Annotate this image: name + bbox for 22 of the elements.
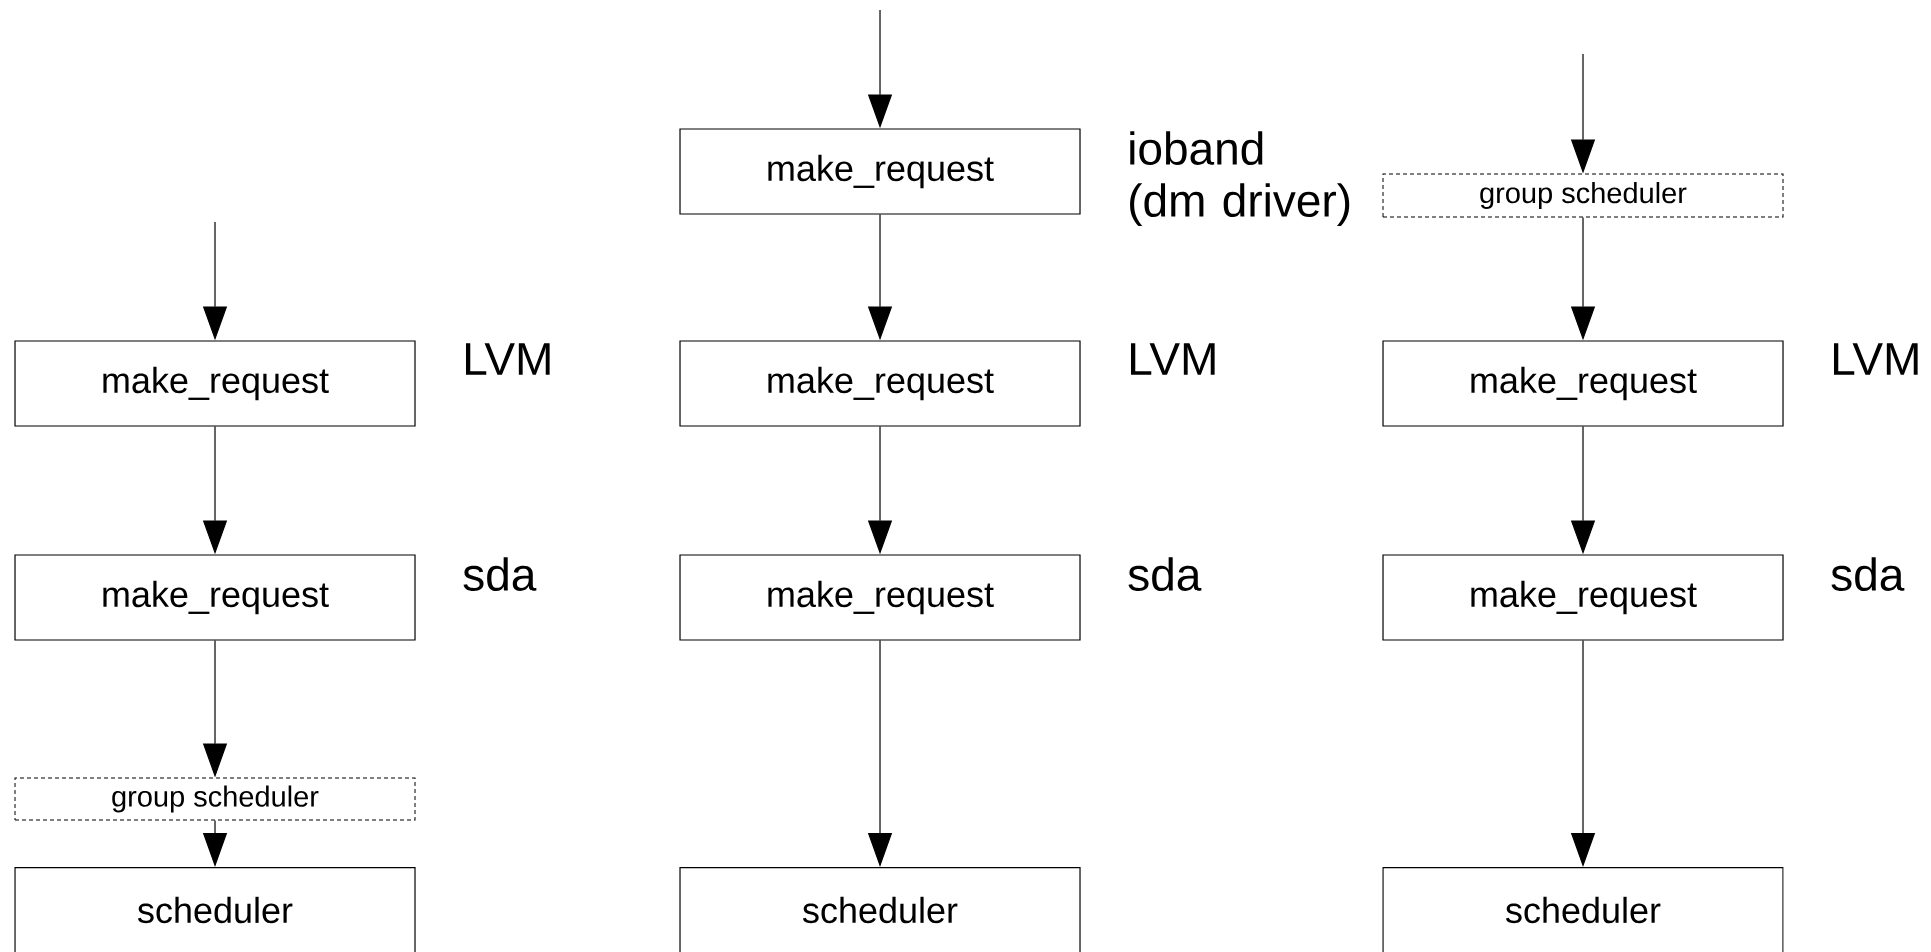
layer-label: sda — [463, 557, 537, 591]
layer-label: LVM — [1131, 343, 1215, 375]
layer-label: LVM — [466, 343, 550, 375]
group-scheduler-box: group scheduler — [1382, 173, 1784, 218]
node-label: scheduler — [1505, 896, 1661, 924]
layer-label: sda — [1831, 557, 1905, 591]
group-scheduler-box: group scheduler — [14, 777, 416, 821]
process-box: make_request — [679, 128, 1081, 215]
process-box: make_request — [1382, 554, 1784, 641]
layer-label: LVM — [1834, 343, 1918, 375]
layer-label: sda — [1128, 557, 1202, 591]
node-label: scheduler — [802, 896, 958, 924]
layer-label: ioband (dm driver) — [1130, 131, 1350, 227]
process-box: make_request — [14, 340, 416, 427]
scheduler-box — [1382, 867, 1784, 952]
process-box: make_request — [679, 340, 1081, 427]
process-box: make_request — [679, 554, 1081, 641]
node-label: scheduler — [137, 896, 293, 924]
scheduler-box — [679, 867, 1081, 952]
process-box: make_request — [14, 554, 416, 641]
process-box: make_request — [1382, 340, 1784, 427]
scheduler-box — [14, 867, 416, 952]
